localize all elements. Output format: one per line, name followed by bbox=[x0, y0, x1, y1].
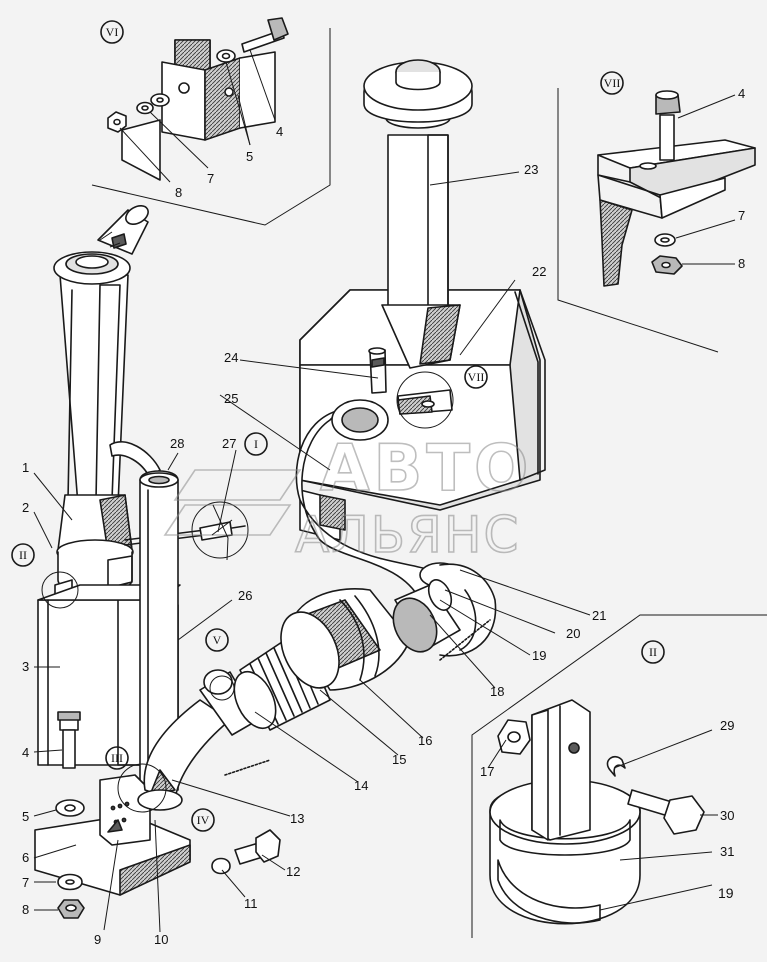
callout-2: 2 bbox=[22, 500, 29, 515]
view-label-ii-detail: II bbox=[649, 645, 657, 659]
callout-21: 21 bbox=[592, 608, 606, 623]
callout-5: 5 bbox=[22, 809, 29, 824]
callout-3: 3 bbox=[22, 659, 29, 674]
callout-vii-8: 8 bbox=[738, 256, 745, 271]
watermark-line1: АВТО bbox=[320, 432, 532, 506]
air-cleaner-housing bbox=[299, 59, 546, 541]
callout-18: 18 bbox=[490, 684, 504, 699]
callout-6: 6 bbox=[22, 850, 29, 865]
callout-15: 15 bbox=[392, 752, 406, 767]
callout-10: 10 bbox=[154, 932, 168, 947]
view-marker-iv: IV bbox=[197, 813, 210, 827]
callout-9: 9 bbox=[94, 932, 101, 947]
callout-16: 16 bbox=[418, 733, 432, 748]
view-label-vii-detail: VII bbox=[604, 76, 621, 90]
detail-ii: II 19 bbox=[471, 614, 767, 938]
watermark: АВТО АЛЬЯНС bbox=[163, 431, 532, 565]
callout-12: 12 bbox=[286, 864, 300, 879]
callout-7: 7 bbox=[22, 875, 29, 890]
leader-lines bbox=[33, 171, 591, 933]
callout-vi-7: 7 bbox=[207, 171, 214, 186]
callout-8: 8 bbox=[22, 902, 29, 917]
callout-26: 26 bbox=[238, 588, 252, 603]
callout-20: 20 bbox=[566, 626, 580, 641]
callout-1: 1 bbox=[22, 460, 29, 475]
view-markers: I II III IV V VII bbox=[11, 365, 488, 832]
view-marker-i: I bbox=[254, 437, 258, 451]
callout-14: 14 bbox=[354, 778, 368, 793]
view-marker-v: V bbox=[213, 633, 222, 647]
view-marker-ii: II bbox=[19, 548, 27, 562]
callouts: 1 2 3 4 5 6 7 8 9 10 11 12 13 14 15 16 1… bbox=[22, 162, 734, 947]
callout-4: 4 bbox=[22, 745, 29, 760]
view-marker-vii: VII bbox=[468, 370, 485, 384]
callout-24: 24 bbox=[224, 350, 238, 365]
view-label-vi-detail: VI bbox=[106, 25, 119, 39]
callout-17: 17 bbox=[480, 764, 494, 779]
callout-vi-4: 4 bbox=[276, 124, 283, 139]
view-marker-iii: III bbox=[111, 751, 123, 765]
watermark-line2: АЛЬЯНС bbox=[295, 506, 520, 564]
callout-13: 13 bbox=[290, 811, 304, 826]
callout-30: 30 bbox=[720, 808, 734, 823]
filter-tube-assembly bbox=[199, 579, 491, 776]
callout-vi-8: 8 bbox=[175, 185, 182, 200]
detail-vii: VII 4 7 8 bbox=[557, 71, 756, 353]
callout-22: 22 bbox=[532, 264, 546, 279]
callout-27: 27 bbox=[222, 436, 236, 451]
callout-vi-5: 5 bbox=[246, 149, 253, 164]
loose-fasteners bbox=[55, 711, 281, 919]
callout-29: 29 bbox=[720, 718, 734, 733]
callout-25: 25 bbox=[224, 391, 238, 406]
callout-28: 28 bbox=[170, 436, 184, 451]
callout-19: 19 bbox=[532, 648, 546, 663]
detail-vi: VI 4 5 7 8 bbox=[91, 17, 331, 226]
callout-vii-4: 4 bbox=[738, 86, 745, 101]
callout-31: 31 bbox=[720, 844, 734, 859]
callout-ii-19: 19 bbox=[718, 885, 734, 901]
callout-vii-7: 7 bbox=[738, 208, 745, 223]
callout-23: 23 bbox=[524, 162, 538, 177]
callout-11: 11 bbox=[244, 896, 258, 911]
